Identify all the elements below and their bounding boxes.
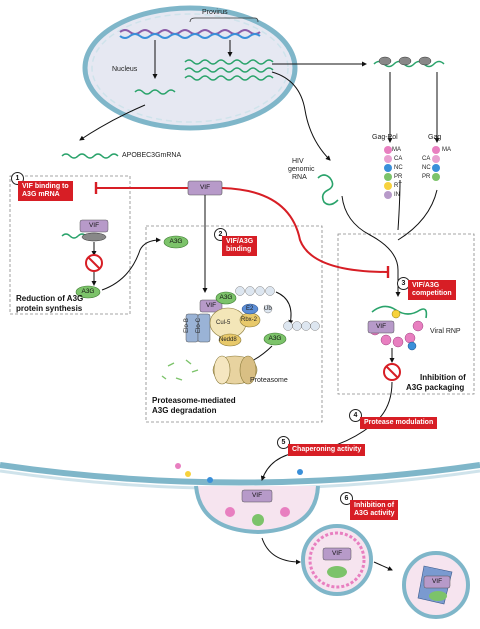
vif-step1-label: VIF	[88, 222, 100, 229]
step4-box: Protease modulation	[360, 417, 438, 429]
gagpol-rt: RT	[394, 183, 402, 189]
eloc-label: Elo-C	[196, 317, 203, 334]
step3-line2: competition	[412, 290, 452, 297]
gag-nc: NC	[422, 165, 431, 171]
step1-line2: A3G mRNA	[22, 191, 60, 198]
step1-box: VIF binding to A3G mRNA	[18, 181, 73, 201]
ribosomes-top	[378, 56, 432, 66]
step3-line1: VIF/A3G	[412, 282, 440, 289]
box-step1	[9, 175, 131, 315]
immature-virion	[301, 524, 373, 596]
gag-ma: MA	[442, 147, 451, 153]
step2-box: VIF/A3G binding	[222, 236, 258, 256]
step4-line1: Protease modulation	[364, 419, 434, 426]
hiv-rna-label-3: RNA	[292, 174, 307, 181]
inhibit-step3	[221, 187, 390, 279]
e2-label: E2	[246, 306, 254, 312]
a3g-mrna-label: APOBEC3GmRNA	[122, 152, 182, 159]
gagpol-nc: NC	[394, 165, 403, 171]
elob-label: Elo-B	[183, 318, 190, 333]
gagpol-in: IN	[394, 192, 400, 198]
vif-bud-label: VIF	[251, 492, 263, 499]
cul5-label: Cul-5	[216, 320, 231, 326]
rbx2-label: Rbx-2	[241, 317, 258, 323]
a3g-ub-label: A3G	[268, 335, 282, 342]
gagpol-ma: MA	[392, 147, 401, 153]
hiv-genomic-rna	[317, 174, 339, 206]
vif-virion2-label: VIF	[431, 578, 443, 585]
nuclear-viral-rna	[184, 59, 274, 81]
a3g-step1-label: A3G	[81, 288, 95, 295]
proteasome-label: Proteasome	[250, 377, 288, 384]
gag-polyprotein	[432, 146, 440, 181]
viral-rnp	[367, 305, 428, 351]
step6-box: Inhibition of A3G activity	[350, 500, 399, 520]
step1-line1: VIF binding to	[22, 183, 69, 190]
step5-number: 5	[277, 436, 290, 449]
budding-virion	[175, 463, 320, 535]
provirus-label: Provirus	[202, 9, 228, 16]
vif-central-label: VIF	[199, 184, 211, 191]
vif-virion1-label: VIF	[331, 550, 343, 557]
step2-line1: VIF/A3G	[226, 238, 254, 245]
provirus-dna	[119, 17, 261, 39]
hiv-rna-label-2: genomic	[288, 166, 315, 173]
step6-line2: A3G activity	[354, 510, 395, 517]
step4-number: 4	[349, 409, 362, 422]
gagpol-ca: CA	[394, 156, 403, 162]
a3g-step2	[163, 235, 189, 249]
vif-complex-label: VIF	[205, 302, 217, 309]
polyubiquitinated-a3g	[263, 321, 320, 346]
proteasome	[212, 355, 258, 385]
reduction-line2: protein synthesis	[16, 304, 83, 313]
gagpol-polyprotein	[384, 146, 392, 199]
a3g-step1	[75, 285, 101, 299]
packaging-line1: Inhibition of	[420, 373, 466, 382]
a3g-complex-label: A3G	[219, 294, 233, 301]
nucleus-label: Nucleus	[112, 66, 138, 73]
step6-number: 6	[340, 492, 353, 505]
degradation-line1: Proteasome-mediated	[152, 396, 236, 405]
gagpol-pr: PR	[394, 174, 403, 180]
degradation-line2: A3G degradation	[152, 406, 217, 415]
step5-box: Chaperoning activity	[288, 444, 366, 456]
nedd8-label: Nedd8	[219, 337, 237, 343]
step3-box: VIF/A3G competition	[408, 280, 456, 300]
gagpol-label: Gag-Pol	[372, 134, 398, 141]
e3-ligase-complex	[185, 286, 275, 347]
gag-pr: PR	[422, 174, 431, 180]
peptide-fragments	[161, 359, 199, 381]
packaging-line2: A3G packaging	[406, 383, 465, 392]
cell-membrane	[0, 462, 480, 486]
gag-label: Gag	[428, 134, 442, 141]
box-step2	[145, 225, 323, 423]
gag-ca: CA	[422, 156, 431, 162]
reduction-line1: Reduction of A3G	[16, 294, 84, 303]
a3g-step2-label: A3G	[169, 238, 183, 245]
vif-rnp-label: VIF	[375, 323, 387, 330]
step2-line2: binding	[226, 246, 252, 253]
mature-virion	[402, 551, 470, 619]
ub-label: Ub	[264, 306, 272, 312]
step6-line1: Inhibition of	[354, 502, 395, 509]
hiv-rna-label-1: HIV	[292, 158, 304, 165]
viral-rnp-label: Viral RNP	[430, 328, 461, 335]
a3g-mrna	[61, 153, 119, 159]
nuclear-a3g-mrna	[134, 89, 176, 95]
step5-line1: Chaperoning activity	[292, 446, 362, 453]
